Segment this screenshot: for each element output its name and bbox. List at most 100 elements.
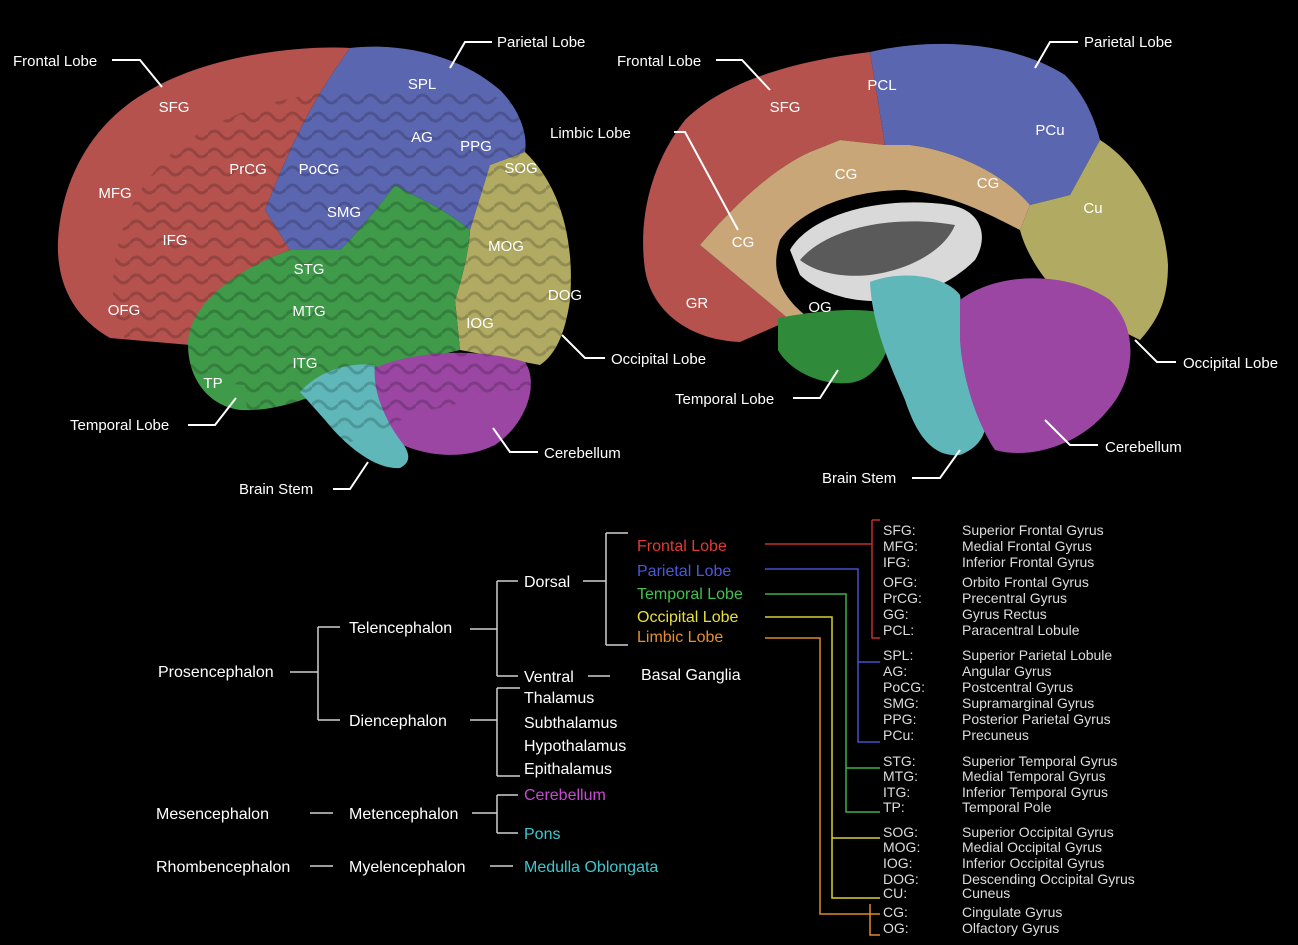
tree-lobe-limbic: Limbic Lobe	[637, 629, 723, 646]
medial-limbic-callout: Limbic Lobe	[550, 125, 631, 142]
tree-telencephalon: Telencephalon	[349, 620, 452, 637]
medial-frontal-callout: Frontal Lobe	[617, 53, 701, 70]
medial-callouts: Frontal Lobe Limbic Lobe Parietal Lobe O…	[550, 34, 1278, 487]
glossary-abbr: MOG:	[883, 839, 920, 855]
medial-temporal-callout: Temporal Lobe	[675, 391, 774, 408]
medial-cerebellum-callout: Cerebellum	[1105, 439, 1182, 456]
lateral-abbr: PoCG	[299, 161, 340, 178]
medial-brain-view	[640, 35, 1170, 465]
tree-thalamus: Thalamus	[524, 690, 594, 707]
lateral-abbr: SFG	[159, 99, 190, 116]
glossary-fullname: Medial Frontal Gyrus	[962, 538, 1092, 554]
medial-brainstem-callout: Brain Stem	[822, 470, 896, 487]
medial-abbr: PCu	[1035, 122, 1064, 139]
lateral-abbr: AG	[411, 129, 433, 146]
medial-parietal-lobe	[870, 43, 1100, 205]
glossary-abbr: MTG:	[883, 768, 918, 784]
lateral-abbr: ITG	[293, 355, 318, 372]
tree-metencephalon: Metencephalon	[349, 806, 458, 823]
glossary-abbr: PoCG:	[883, 679, 925, 695]
lateral-parietal-callout: Parietal Lobe	[497, 34, 585, 51]
tree-lobe-frontal: Frontal Lobe	[637, 538, 727, 555]
glossary-abbr: CG:	[883, 904, 908, 920]
medial-abbr: PCL	[867, 77, 896, 94]
glossary-fullname: Cuneus	[962, 885, 1010, 901]
lateral-callouts: Frontal Lobe Parietal Lobe Occipital Lob…	[13, 34, 706, 498]
glossary-fullname: Superior Occipital Gyrus	[962, 824, 1114, 840]
medial-abbr: Cu	[1083, 200, 1102, 217]
medial-abbreviations: SFG PCL CG CG CG PCu Cu GR OG	[686, 77, 1103, 316]
glossary-abbr: GG:	[883, 606, 909, 622]
glossary-abbr: OG:	[883, 920, 909, 936]
tree-prosencephalon: Prosencephalon	[158, 664, 274, 681]
medial-limbic-lobe	[700, 140, 1030, 335]
lateral-abbr: MOG	[488, 238, 524, 255]
glossary-fullname: Temporal Pole	[962, 799, 1052, 815]
glossary-abbr: OFG:	[883, 574, 917, 590]
lateral-abbr: SPL	[408, 76, 436, 93]
glossary-abbr: AG:	[883, 663, 907, 679]
tree-lobe-occipital: Occipital Lobe	[637, 609, 738, 626]
tree-mesencephalon: Mesencephalon	[156, 806, 269, 823]
tree-rhombencephalon: Rhombencephalon	[156, 859, 290, 876]
lateral-abbr: IFG	[163, 232, 188, 249]
medial-abbr: GR	[686, 295, 709, 312]
glossary-fullname: Paracentral Lobule	[962, 622, 1080, 638]
glossary-fullname: Superior Frontal Gyrus	[962, 522, 1104, 538]
brain-division-tree: Prosencephalon Telencephalon Diencephalo…	[156, 532, 743, 876]
tree-dorsal: Dorsal	[524, 574, 570, 591]
tree-medulla: Medulla Oblongata	[524, 859, 658, 876]
tree-hypothalamus: Hypothalamus	[524, 738, 626, 755]
glossary-fullname: Superior Temporal Gyrus	[962, 753, 1117, 769]
tree-lobe-parietal: Parietal Lobe	[637, 563, 731, 580]
glossary-fullname: Orbito Frontal Gyrus	[962, 574, 1089, 590]
tree-basal-ganglia: Basal Ganglia	[641, 667, 741, 684]
glossary-abbr: ITG:	[883, 784, 910, 800]
tree-pons: Pons	[524, 826, 560, 843]
glossary-fullname: Medial Occipital Gyrus	[962, 839, 1102, 855]
glossary-fullname: Inferior Occipital Gyrus	[962, 855, 1104, 871]
lateral-abbr: TP	[203, 375, 222, 392]
glossary-fullname: Superior Parietal Lobule	[962, 647, 1112, 663]
lobe-connectors	[765, 519, 880, 936]
medial-parietal-callout: Parietal Lobe	[1084, 34, 1172, 51]
tree-diencephalon: Diencephalon	[349, 713, 447, 730]
glossary-fullname: Inferior Frontal Gyrus	[962, 554, 1094, 570]
lateral-abbr: IOG	[466, 315, 494, 332]
tree-ventral: Ventral	[524, 669, 574, 686]
glossary-abbr: CU:	[883, 885, 907, 901]
tree-myelencephalon: Myelencephalon	[349, 859, 466, 876]
glossary-fullname: Supramarginal Gyrus	[962, 695, 1094, 711]
lateral-abbreviations: SFG MFG IFG OFG PrCG PoCG SMG SPL AG PPG…	[98, 76, 582, 392]
lateral-cerebellum-callout: Cerebellum	[544, 445, 621, 462]
medial-occipital-callout: Occipital Lobe	[1183, 355, 1278, 372]
medial-abbr: SFG	[770, 99, 801, 116]
medial-abbr: CG	[977, 175, 1000, 192]
medial-abbr: CG	[835, 166, 858, 183]
glossary-abbr: IOG:	[883, 855, 913, 871]
glossary-fullname: Precuneus	[962, 727, 1029, 743]
glossary-fullname: Angular Gyrus	[962, 663, 1051, 679]
glossary-abbr: PCL:	[883, 622, 914, 638]
lateral-occipital-callout: Occipital Lobe	[611, 351, 706, 368]
medial-frontal-lobe	[643, 52, 885, 342]
lateral-abbr: PrCG	[229, 161, 267, 178]
medial-abbr: OG	[808, 299, 831, 316]
lateral-brainstem-callout: Brain Stem	[239, 481, 313, 498]
glossary-fullname: Precentral Gyrus	[962, 590, 1067, 606]
lateral-abbr: MFG	[98, 185, 131, 202]
glossary-abbr: PCu:	[883, 727, 914, 743]
lateral-abbr: DOG	[548, 287, 582, 304]
glossary-abbr: PrCG:	[883, 590, 922, 606]
glossary-fullname: Cingulate Gyrus	[962, 904, 1062, 920]
medial-brain-stem	[870, 275, 986, 456]
glossary-fullname: Descending Occipital Gyrus	[962, 871, 1135, 887]
glossary-fullname: Posterior Parietal Gyrus	[962, 711, 1111, 727]
glossary-abbr: PPG:	[883, 711, 916, 727]
glossary-fullname: Medial Temporal Gyrus	[962, 768, 1106, 784]
lateral-brain-view	[55, 40, 580, 475]
lateral-abbr: SMG	[327, 204, 361, 221]
medial-temporal-lobe	[778, 309, 891, 384]
